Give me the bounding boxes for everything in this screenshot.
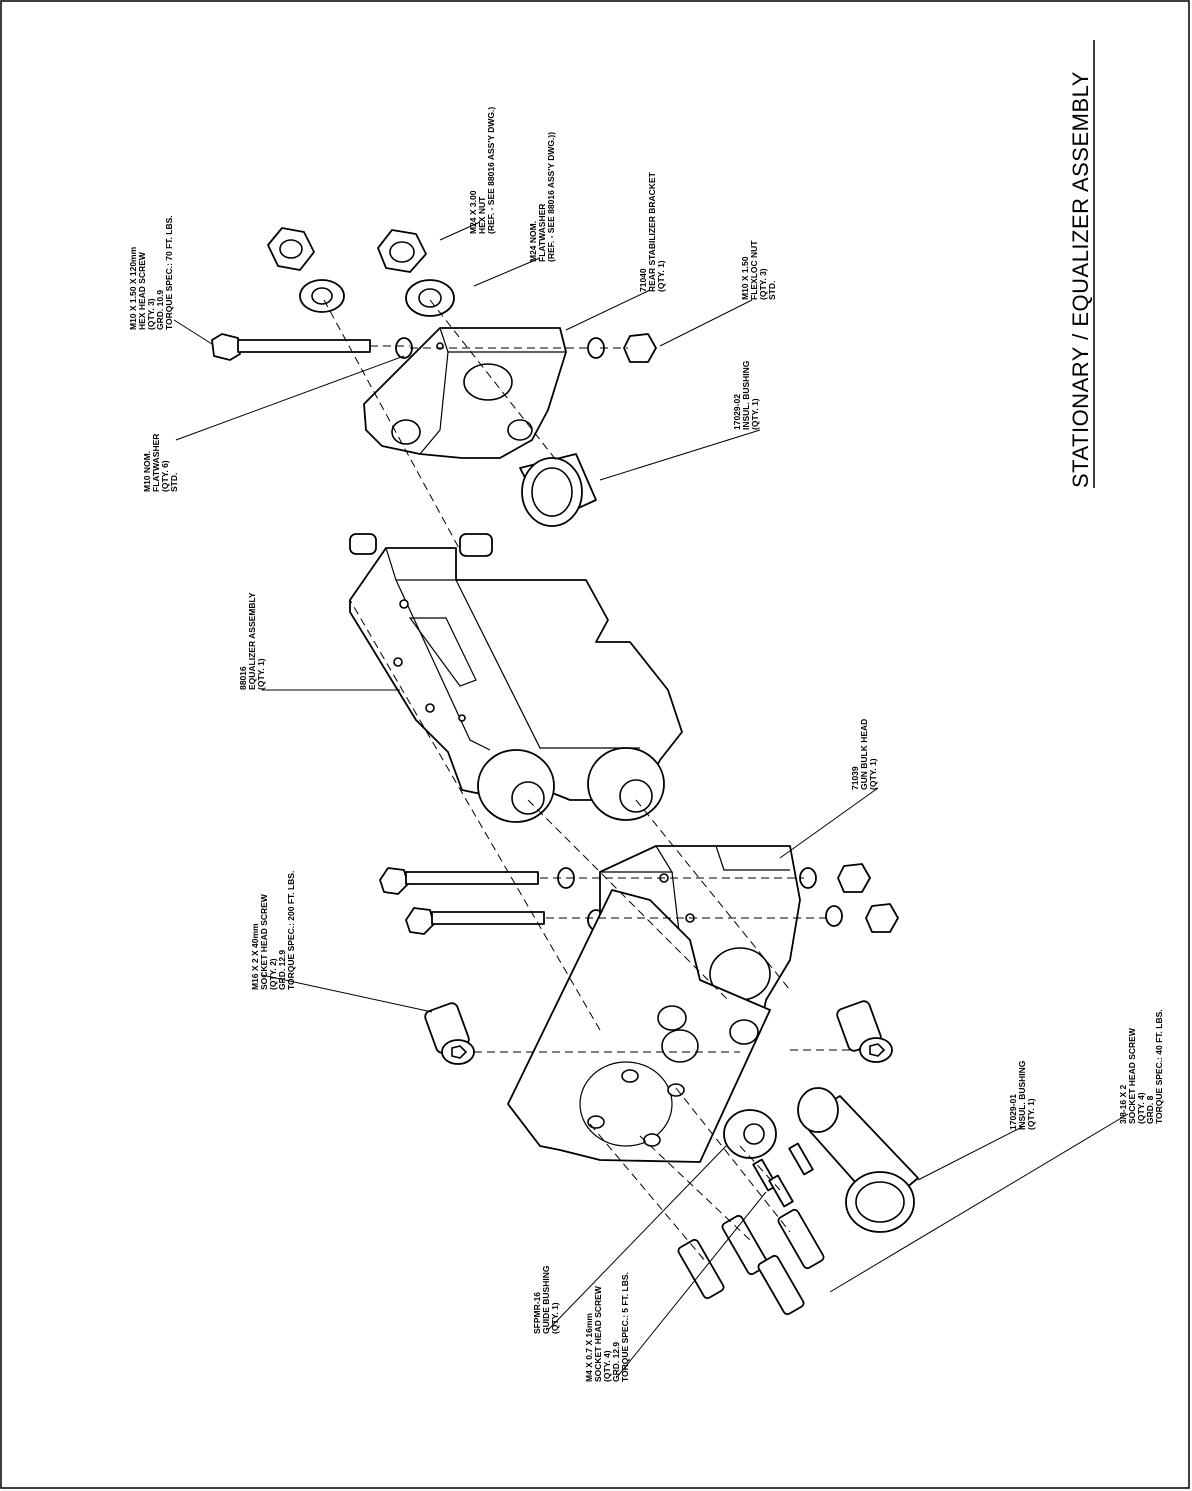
m10-flatwasher-part-1 xyxy=(395,337,413,359)
svg-text:GUN BULK HEAD: GUN BULK HEAD xyxy=(859,719,869,790)
svg-text:(QTY. 1): (QTY. 1) xyxy=(1026,1098,1036,1130)
callout-hex-head-screw: M10 X 1.50 X 120mm HEX HEAD SCREW (QTY. … xyxy=(128,215,174,330)
svg-text:SOCKET HEAD SCREW: SOCKET HEAD SCREW xyxy=(593,1285,603,1382)
svg-text:SFPMR-16: SFPMR-16 xyxy=(532,1292,542,1334)
svg-text:GRD. 8: GRD. 8 xyxy=(1145,1095,1155,1124)
callout-equalizer-assembly: 88016 EQUALIZER ASSEMBLY (QTY. 1) xyxy=(238,592,266,690)
svg-text:SOCKET HEAD SCREW: SOCKET HEAD SCREW xyxy=(1127,1027,1137,1124)
svg-text:(QTY. 1): (QTY. 1) xyxy=(656,260,666,292)
mounting-plate-part xyxy=(507,889,771,1163)
svg-text:TORQUE SPEC.: 200 FT. LBS.: TORQUE SPEC.: 200 FT. LBS. xyxy=(286,871,296,990)
guide-bushing-part xyxy=(723,1109,777,1159)
svg-text:88016: 88016 xyxy=(238,666,248,690)
svg-text:17029-01: 17029-01 xyxy=(1008,1094,1018,1130)
socket-head-screw-3-8-part xyxy=(677,1208,825,1316)
nut-gbh-2 xyxy=(865,903,899,933)
socket-head-screw-m16-part-2 xyxy=(836,1000,893,1063)
socket-head-screw-m16-part-1 xyxy=(424,1002,475,1065)
svg-text:GRD. 12.9: GRD. 12.9 xyxy=(611,1342,621,1382)
callout-gun-bulk-head: 71039 GUN BULK HEAD (QTY. 1) xyxy=(850,719,878,790)
hex-nut-part-2 xyxy=(377,229,427,273)
svg-text:M24 NOM.: M24 NOM. xyxy=(528,221,538,262)
svg-text:REAR STABILIZER BRACKET: REAR STABILIZER BRACKET xyxy=(647,171,657,292)
svg-text:3/8-16 X 2: 3/8-16 X 2 xyxy=(1118,1085,1128,1124)
svg-text:(QTY. 4): (QTY. 4) xyxy=(602,1350,612,1382)
svg-text:GRD. 12.9: GRD. 12.9 xyxy=(277,950,287,990)
svg-text:HEX NUT: HEX NUT xyxy=(477,196,487,234)
svg-text:71039: 71039 xyxy=(850,766,860,790)
callout-socket-head-screw-m16: M16 X 2 X 40mm SOCKET HEAD SCREW (QTY. 2… xyxy=(250,871,296,990)
callout-flexloc-nut: M10 X 1.50 FLEXLOC NUT (QTY. 3) STD. xyxy=(740,240,777,300)
svg-text:71040: 71040 xyxy=(638,268,648,292)
callout-hex-nut: M24 X 3.00 HEX NUT (REF. - SEE 88016 ASS… xyxy=(468,107,496,234)
svg-text:(QTY. 1): (QTY. 1) xyxy=(256,658,266,690)
svg-text:(QTY. 6): (QTY. 6) xyxy=(160,460,170,492)
svg-text:(QTY. 3): (QTY. 3) xyxy=(146,298,156,330)
title-block: STATIONARY / EQUALIZER ASSEMBLY xyxy=(1068,40,1095,488)
rear-stabilizer-bracket-part xyxy=(363,327,567,459)
svg-text:(REF. - SEE 88016 ASS'Y DWG.): (REF. - SEE 88016 ASS'Y DWG.) xyxy=(486,107,496,234)
insul-bushing-02-part xyxy=(519,453,597,527)
hex-nut-part-1 xyxy=(267,227,315,271)
svg-text:TORQUE SPEC.: 40 FT. LBS.: TORQUE SPEC.: 40 FT. LBS. xyxy=(1154,1009,1164,1124)
svg-text:(REF. - SEE 88016 ASS'Y DWG.)): (REF. - SEE 88016 ASS'Y DWG.)) xyxy=(546,132,556,262)
svg-text:STD.: STD. xyxy=(767,281,777,300)
leader-lines xyxy=(173,221,1129,1377)
svg-text:(QTY. 4): (QTY. 4) xyxy=(1136,1092,1146,1124)
callout-insul-bushing-02: 17029-02 INSUL. BUSHING (QTY. 1) xyxy=(732,360,760,430)
callout-insul-bushing-01: 17029-01 INSUL. BUSHING (QTY. 1) xyxy=(1008,1060,1036,1130)
svg-text:FLATWASHER: FLATWASHER xyxy=(537,204,547,262)
svg-text:(QTY. 3): (QTY. 3) xyxy=(758,268,768,300)
nut-gbh-1 xyxy=(837,863,871,893)
svg-text:M24 X 3.00: M24 X 3.00 xyxy=(468,190,478,234)
svg-text:M10 NOM.: M10 NOM. xyxy=(142,451,152,492)
drawing-title: STATIONARY / EQUALIZER ASSEMBLY xyxy=(1068,71,1093,488)
svg-text:(QTY. 1): (QTY. 1) xyxy=(750,398,760,430)
callout-m24-flatwasher: M24 NOM. FLATWASHER (REF. - SEE 88016 AS… xyxy=(528,132,556,262)
washer-gbh-4 xyxy=(825,905,843,927)
svg-text:INSUL. BUSHING: INSUL. BUSHING xyxy=(1017,1060,1027,1130)
svg-text:(QTY. 1): (QTY. 1) xyxy=(550,1302,560,1334)
callout-socket-head-screw-3-8: 3/8-16 X 2 SOCKET HEAD SCREW (QTY. 4) GR… xyxy=(1118,1009,1164,1124)
equalizer-assembly-part xyxy=(349,533,683,823)
insul-bushing-01-part xyxy=(797,1087,919,1233)
callout-rear-stabilizer-bracket: 71040 REAR STABILIZER BRACKET (QTY. 1) xyxy=(638,171,666,292)
callout-m10-flatwasher: M10 NOM. FLATWASHER (QTY. 6) STD. xyxy=(142,434,179,492)
svg-text:(QTY. 1): (QTY. 1) xyxy=(868,758,878,790)
svg-text:SOCKET HEAD SCREW: SOCKET HEAD SCREW xyxy=(259,893,269,990)
centerlines xyxy=(323,299,860,1263)
svg-text:M4 X 0.7 X 16mm: M4 X 0.7 X 16mm xyxy=(584,1313,594,1382)
svg-text:TORQUE SPEC.: 70 FT. LBS.: TORQUE SPEC.: 70 FT. LBS. xyxy=(164,215,174,330)
svg-text:INSUL. BUSHING: INSUL. BUSHING xyxy=(741,360,751,430)
m24-flatwasher-part-1 xyxy=(299,279,345,313)
svg-text:TORQUE SPEC.: 5 FT. LBS.: TORQUE SPEC.: 5 FT. LBS. xyxy=(620,1272,630,1382)
hex-head-screw-part xyxy=(211,333,371,361)
callout-socket-head-screw-m4: M4 X 0.7 X 16mm SOCKET HEAD SCREW (QTY. … xyxy=(584,1272,630,1382)
svg-text:(QTY. 2): (QTY. 2) xyxy=(268,958,278,990)
svg-text:M16 X 2 X 40mm: M16 X 2 X 40mm xyxy=(250,923,260,990)
svg-text:GUIDE BUSHING: GUIDE BUSHING xyxy=(541,1265,551,1334)
svg-text:GRD. 10.9: GRD. 10.9 xyxy=(155,290,165,330)
callout-guide-bushing: SFPMR-16 GUIDE BUSHING (QTY. 1) xyxy=(532,1265,560,1334)
svg-text:M10 X 1.50 X 120mm: M10 X 1.50 X 120mm xyxy=(128,246,138,330)
svg-text:FLATWASHER: FLATWASHER xyxy=(151,434,161,492)
svg-text:FLEXLOC NUT: FLEXLOC NUT xyxy=(749,240,759,300)
long-screws-part xyxy=(379,867,545,935)
svg-text:EQUALIZER ASSEMBLY: EQUALIZER ASSEMBLY xyxy=(247,592,257,690)
svg-text:STD.: STD. xyxy=(169,473,179,492)
m24-flatwasher-part-2 xyxy=(405,279,455,317)
svg-text:HEX HEAD SCREW: HEX HEAD SCREW xyxy=(137,251,147,330)
flexloc-nut-part xyxy=(623,333,657,363)
svg-text:17029-02: 17029-02 xyxy=(732,394,742,430)
svg-text:M10 X 1.50: M10 X 1.50 xyxy=(740,256,750,300)
